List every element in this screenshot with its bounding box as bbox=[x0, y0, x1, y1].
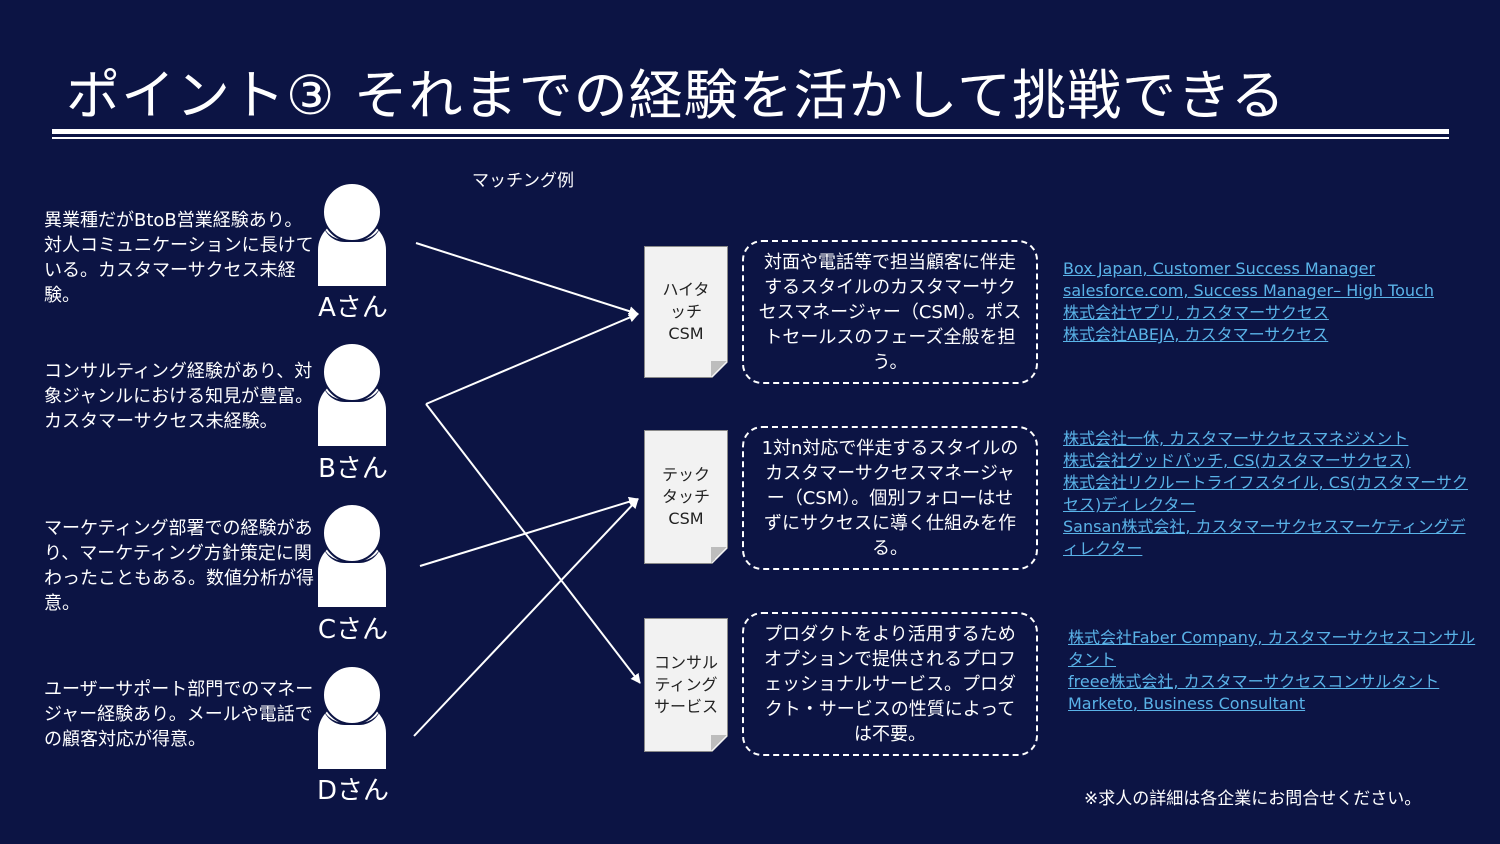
job-link[interactable]: freee株式会社, カスタマーサクセスコンサルタント bbox=[1068, 672, 1440, 691]
arrow-a-to-hightouch bbox=[415, 242, 639, 317]
job-link[interactable]: salesforce.com, Success Manager– High To… bbox=[1063, 281, 1434, 300]
consulting-job-links: 株式会社Faber Company, カスタマーサクセスコンサルタント free… bbox=[1068, 627, 1478, 715]
role-consulting-service: コンサルティングサービス bbox=[644, 618, 728, 752]
job-link[interactable]: 株式会社リクルートライフスタイル, CS(カスタマーサクセス)ディレクター bbox=[1063, 473, 1468, 514]
role-hightouch-csm: ハイタッチCSM bbox=[644, 246, 728, 378]
techtouch-job-links: 株式会社一休, カスタマーサクセスマネジメント 株式会社グッドパッチ, CS(カ… bbox=[1063, 428, 1473, 560]
hightouch-job-links: Box Japan, Customer Success Manager sale… bbox=[1063, 258, 1463, 346]
matching-caption: マッチング例 bbox=[472, 171, 574, 191]
job-link[interactable]: 株式会社ヤプリ, カスタマーサクセス bbox=[1063, 303, 1329, 322]
title-rule-thin bbox=[52, 137, 1449, 139]
role-techtouch-csm: テックタッチCSM bbox=[644, 430, 728, 564]
job-link[interactable]: Marketo, Business Consultant bbox=[1068, 694, 1306, 713]
footnote: ※求人の詳細は各企業にお問合せください。 bbox=[1084, 789, 1422, 809]
arrow-b-to-consulting bbox=[425, 403, 641, 684]
role-hightouch-description: 対面や電話等で担当顧客に伴走するスタイルのカスタマーサクセスマネージャー（CSM… bbox=[742, 240, 1038, 384]
person-d-name: Dさん bbox=[316, 776, 390, 806]
person-c-description: マーケティング部署での経験があり、マーケティング方針策定に関わったこともある。数… bbox=[44, 518, 314, 614]
role-consulting-label: コンサルティングサービス bbox=[654, 653, 719, 716]
role-hightouch-label: ハイタッチCSM bbox=[662, 280, 710, 343]
person-a-avatar-icon bbox=[318, 182, 386, 286]
role-techtouch-label: テックタッチCSM bbox=[661, 465, 710, 528]
arrow-c-to-techtouch bbox=[419, 496, 639, 567]
person-a-description: 異業種だがBtoB営業経験あり。対人コミュニケーションに長けている。カスタマーサ… bbox=[44, 210, 314, 306]
person-d-description: ユーザーサポート部門でのマネージャー経験あり。メールや電話での顧客対応が得意。 bbox=[44, 679, 314, 750]
job-link[interactable]: 株式会社ABEJA, カスタマーサクセス bbox=[1063, 325, 1329, 344]
title-rule-thick bbox=[52, 129, 1449, 134]
role-consulting-description: プロダクトをより活用するためオプションで提供されるプロフェッショナルサービス。プ… bbox=[742, 612, 1038, 756]
job-link[interactable]: 株式会社一休, カスタマーサクセスマネジメント bbox=[1063, 429, 1409, 448]
job-link[interactable]: Box Japan, Customer Success Manager bbox=[1063, 259, 1376, 278]
person-b-avatar-icon bbox=[318, 342, 386, 446]
person-b-description: コンサルティング経験があり、対象ジャンルにおける知見が豊富。カスタマーサクセス未… bbox=[44, 361, 314, 432]
role-techtouch-description: 1対n対応で伴走するスタイルのカスタマーサクセスマネージャー（CSM）。個別フォ… bbox=[742, 426, 1038, 570]
person-b-name: Bさん bbox=[318, 454, 388, 484]
job-link[interactable]: 株式会社グッドパッチ, CS(カスタマーサクセス) bbox=[1063, 451, 1411, 470]
arrow-d-to-techtouch bbox=[413, 498, 639, 737]
person-d-avatar-icon bbox=[318, 665, 386, 769]
person-c-name: Cさん bbox=[317, 615, 389, 645]
person-c-avatar-icon bbox=[318, 503, 386, 607]
page-title: ポイント③ それまでの経験を活かして挑戦できる bbox=[66, 64, 1286, 127]
arrow-b-to-hightouch bbox=[425, 312, 639, 405]
job-link[interactable]: 株式会社Faber Company, カスタマーサクセスコンサルタント bbox=[1068, 628, 1476, 669]
person-a-name: Aさん bbox=[318, 293, 388, 323]
job-link[interactable]: Sansan株式会社, カスタマーサクセスマーケティングディレクター bbox=[1063, 517, 1466, 558]
